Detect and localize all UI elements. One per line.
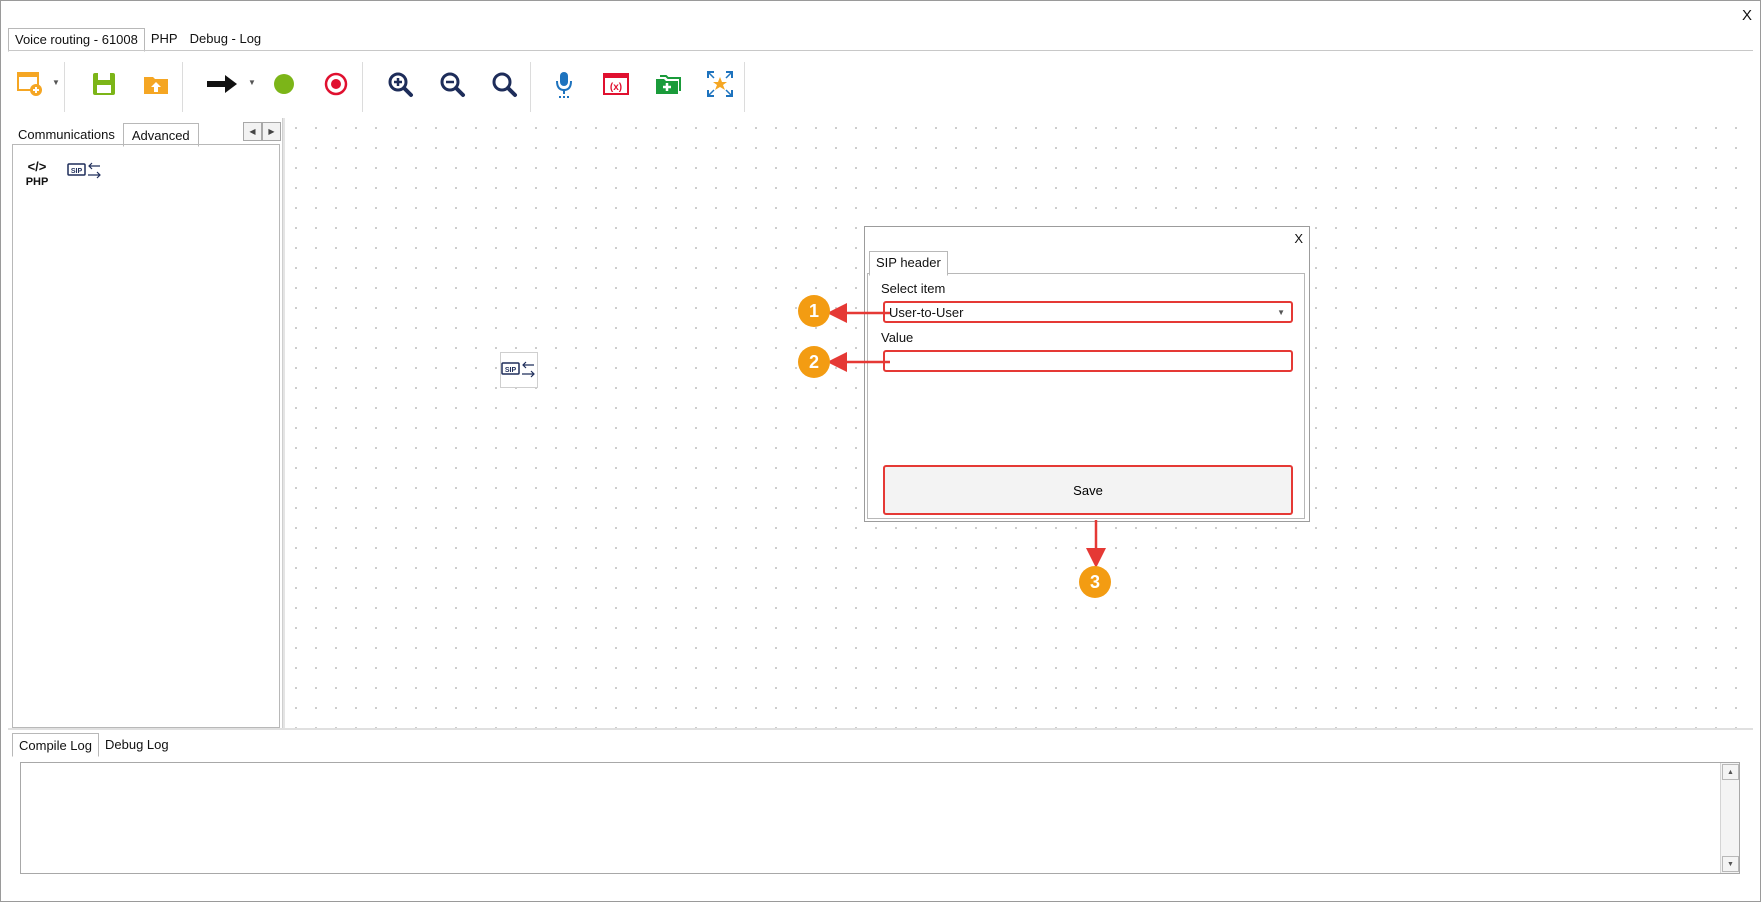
scroll-down-icon[interactable]: ▼ [1722, 856, 1739, 872]
microphone-icon[interactable] [546, 66, 582, 102]
toolbar-separator [530, 62, 531, 112]
fit-selection-icon[interactable] [702, 66, 738, 102]
tab-sip-header[interactable]: SIP header [869, 251, 948, 276]
dialog-close-button[interactable]: X [1294, 231, 1303, 246]
tool-palette-panel: Communications Advanced ◀ ▶ </> PHP SIP [10, 118, 282, 730]
zoom-in-icon[interactable] [382, 66, 418, 102]
variable-icon[interactable]: (x) [598, 66, 634, 102]
svg-text:</>: </> [28, 159, 47, 174]
toolbar: ▼ ▼ [8, 56, 1748, 116]
select-item-value: User-to-User [889, 305, 964, 320]
tab-divider [8, 50, 1753, 51]
new-workflow-icon[interactable] [12, 66, 48, 102]
tab-debug-log-panel[interactable]: Debug Log [105, 737, 169, 752]
palette-tabs: Communications Advanced [10, 123, 199, 147]
svg-text:PHP: PHP [26, 176, 49, 188]
tab-voice-routing[interactable]: Voice routing - 61008 [8, 28, 145, 52]
chevron-down-icon: ▼ [1277, 308, 1285, 317]
tab-php[interactable]: PHP [150, 31, 178, 46]
log-output[interactable]: ▲ ▼ [20, 762, 1740, 874]
chevron-right-icon[interactable]: ▶ [262, 122, 281, 141]
start-circle-icon[interactable] [266, 66, 302, 102]
scroll-up-icon[interactable]: ▲ [1722, 764, 1739, 780]
add-folder-icon[interactable] [650, 66, 686, 102]
save-button[interactable]: Save [883, 465, 1293, 515]
upload-icon[interactable] [138, 66, 174, 102]
svg-text:SIP: SIP [71, 168, 83, 175]
sip-header-icon[interactable]: SIP [67, 158, 101, 188]
workflow-canvas[interactable] [286, 118, 1746, 730]
sip-header-dialog: X SIP header Select item User-to-User ▼ … [864, 226, 1310, 522]
end-target-icon[interactable] [318, 66, 354, 102]
sip-header-node[interactable]: SIP [500, 352, 538, 388]
svg-text:SIP: SIP [505, 367, 517, 374]
toolbar-separator [64, 62, 65, 112]
value-label: Value [881, 330, 914, 345]
panel-splitter[interactable] [282, 118, 285, 730]
connector-dropdown[interactable]: ▼ [248, 78, 256, 87]
tab-communications[interactable]: Communications [18, 127, 115, 142]
tab-advanced[interactable]: Advanced [122, 123, 199, 147]
value-input[interactable] [883, 350, 1293, 372]
toolbar-separator [744, 62, 745, 112]
window-close-button[interactable]: X [1741, 7, 1752, 24]
chevron-left-icon[interactable]: ◀ [243, 122, 262, 141]
log-scrollbar[interactable]: ▲ ▼ [1720, 763, 1739, 873]
callout-3: 3 [1079, 566, 1111, 598]
svg-text:(x): (x) [610, 82, 622, 93]
callout-1: 1 [798, 295, 830, 327]
arrow-right-icon[interactable] [204, 66, 240, 102]
new-workflow-dropdown[interactable]: ▼ [52, 78, 60, 87]
callout-2: 2 [798, 346, 830, 378]
toolbar-separator [362, 62, 363, 112]
save-icon[interactable] [86, 66, 122, 102]
palette-tab-scroller: ◀ ▶ [243, 122, 281, 141]
dialog-body [867, 273, 1305, 519]
sip-header-icon: SIP [501, 361, 535, 378]
toolbar-separator [182, 62, 183, 112]
select-item-label: Select item [881, 281, 946, 296]
tab-compile-log[interactable]: Compile Log [12, 733, 99, 757]
zoom-out-icon[interactable] [434, 66, 470, 102]
log-tabs: Compile Log Debug Log [12, 733, 175, 757]
zoom-reset-icon[interactable] [486, 66, 522, 102]
top-tab-bar: Voice routing - 61008 PHP Debug - Log [8, 28, 267, 52]
tab-debug-log[interactable]: Debug - Log [189, 31, 262, 46]
select-item-dropdown[interactable]: User-to-User ▼ [883, 301, 1293, 323]
log-splitter[interactable] [8, 728, 1753, 730]
palette-content: </> PHP SIP [12, 144, 280, 728]
php-icon[interactable]: </> PHP [23, 158, 57, 188]
